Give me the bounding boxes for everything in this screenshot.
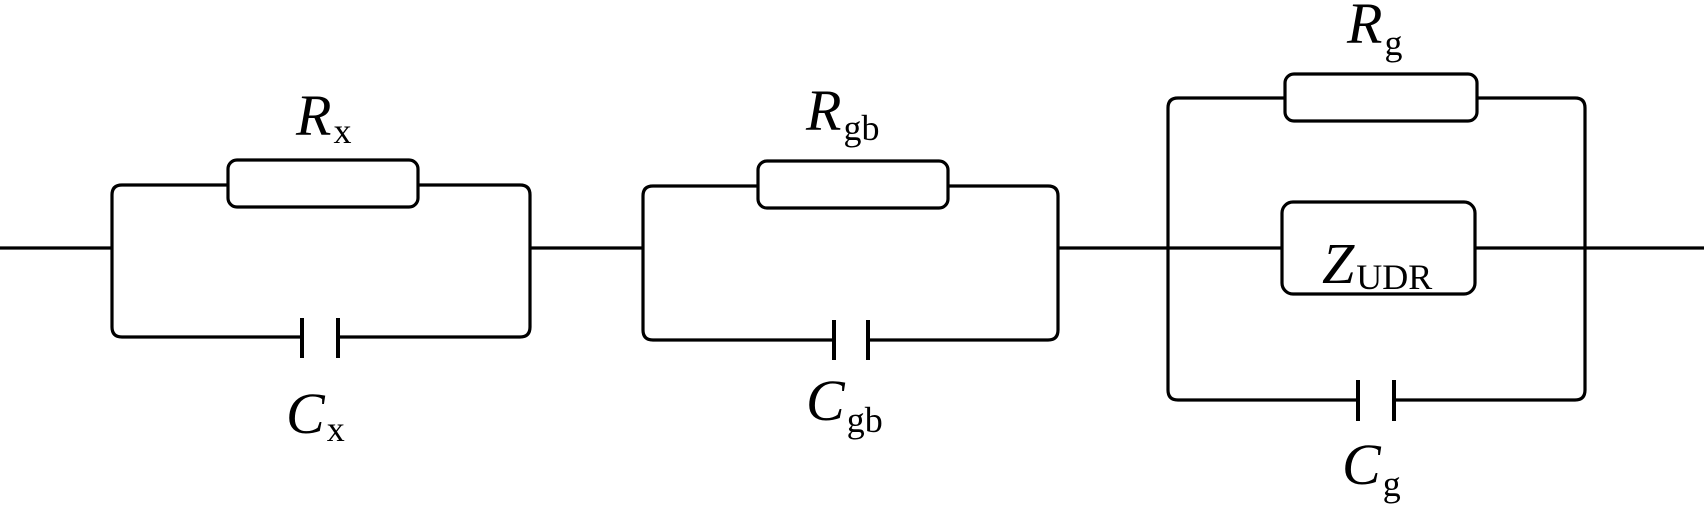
label-rg-subscript: g bbox=[1384, 23, 1402, 63]
label-rgb-symbol: R bbox=[805, 78, 841, 143]
block-x-bottom-wire bbox=[110, 248, 532, 339]
label-rx-subscript: x bbox=[333, 111, 351, 151]
parallel-block-x: Rx Cx bbox=[110, 83, 532, 449]
label-zudr-symbol: Z bbox=[1322, 231, 1355, 296]
label-rx: Rx bbox=[295, 83, 351, 151]
label-rg: Rg bbox=[1346, 0, 1402, 63]
label-rgb: Rgb bbox=[805, 78, 879, 148]
resistor-rg bbox=[1283, 72, 1479, 123]
impedance-zudr bbox=[1280, 200, 1477, 296]
block-x-top-wire bbox=[110, 183, 532, 248]
parallel-block-g: Rg ZUDR Cg bbox=[1166, 0, 1587, 504]
label-cg-symbol: C bbox=[1342, 432, 1382, 497]
label-zudr: ZUDR bbox=[1322, 231, 1432, 297]
label-zudr-subscript: UDR bbox=[1356, 257, 1432, 297]
label-cg-subscript: g bbox=[1383, 464, 1401, 504]
label-rg-symbol: R bbox=[1346, 0, 1382, 56]
label-rx-symbol: R bbox=[295, 83, 331, 148]
block-g-top-wire bbox=[1166, 96, 1587, 248]
parallel-block-gb: Rgb Cgb bbox=[641, 78, 1060, 440]
label-cgb: Cgb bbox=[806, 368, 883, 440]
label-cx: Cx bbox=[286, 381, 345, 449]
label-cg: Cg bbox=[1342, 432, 1401, 504]
resistor-rgb bbox=[756, 159, 950, 210]
resistor-rx bbox=[226, 158, 420, 209]
block-gb-bottom-wire bbox=[641, 248, 1060, 342]
label-cgb-symbol: C bbox=[806, 368, 846, 433]
label-cx-subscript: x bbox=[327, 409, 345, 449]
block-gb-top-wire bbox=[641, 184, 1060, 248]
label-cgb-subscript: gb bbox=[847, 400, 883, 440]
label-cx-symbol: C bbox=[286, 381, 326, 446]
label-rgb-subscript: gb bbox=[843, 108, 879, 148]
block-g-bottom-wire bbox=[1166, 248, 1587, 402]
